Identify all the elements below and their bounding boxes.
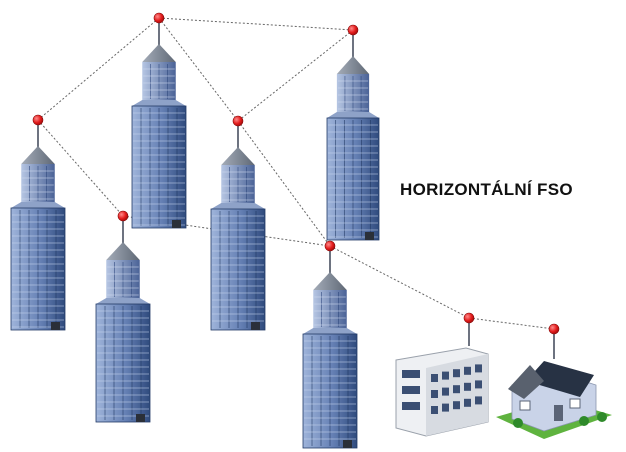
transceiver-nodes bbox=[32, 12, 560, 335]
skyscraper bbox=[131, 22, 187, 229]
fso-transceiver-node bbox=[347, 24, 359, 36]
office-window bbox=[464, 398, 471, 407]
tower-door bbox=[136, 414, 145, 422]
fso-link bbox=[237, 29, 354, 122]
office-window bbox=[402, 402, 420, 410]
office-window bbox=[475, 396, 482, 405]
tower-roof bbox=[106, 242, 140, 260]
fso-link bbox=[237, 120, 331, 247]
house-window bbox=[519, 400, 531, 411]
tower-door bbox=[251, 322, 260, 330]
house-door bbox=[554, 405, 563, 421]
fso-transceiver-node bbox=[232, 115, 244, 127]
tower-shoulder bbox=[303, 328, 357, 334]
skyscraper bbox=[10, 124, 66, 331]
skyscraper bbox=[95, 220, 151, 423]
skyscraper bbox=[326, 34, 380, 241]
fso-link bbox=[37, 119, 124, 217]
solar-roof bbox=[526, 361, 594, 397]
bush bbox=[513, 418, 523, 428]
tower-door bbox=[51, 322, 60, 330]
office-window bbox=[475, 380, 482, 389]
fso-transceiver-node bbox=[463, 312, 475, 324]
tower-shoulder bbox=[11, 202, 65, 208]
tower-shoulder bbox=[327, 112, 379, 118]
skyscraper bbox=[210, 125, 266, 331]
tower-shoulder bbox=[132, 100, 186, 106]
tower-door bbox=[343, 440, 352, 448]
tower-windows bbox=[97, 262, 149, 420]
tower-door bbox=[365, 232, 374, 240]
office-window bbox=[464, 382, 471, 391]
tower-shoulder bbox=[96, 298, 150, 304]
fso-link bbox=[329, 245, 470, 319]
fso-transceiver-node bbox=[117, 210, 129, 222]
office-window bbox=[442, 387, 449, 396]
tower-windows bbox=[328, 76, 378, 238]
tower-windows bbox=[12, 166, 64, 328]
tower-windows bbox=[212, 167, 264, 328]
office-building bbox=[395, 322, 489, 437]
fso-transceiver-node bbox=[548, 323, 560, 335]
office-window bbox=[431, 406, 438, 414]
office-side bbox=[426, 354, 488, 436]
tower-shoulder bbox=[211, 203, 265, 209]
skyscraper bbox=[302, 250, 358, 449]
office-window bbox=[475, 364, 482, 373]
office-window bbox=[431, 390, 438, 398]
office-window bbox=[402, 370, 420, 378]
fso-link bbox=[158, 17, 239, 122]
fso-link bbox=[468, 317, 555, 330]
house bbox=[496, 333, 612, 439]
tower-roof bbox=[221, 147, 255, 165]
office-window bbox=[442, 371, 449, 380]
tower-roof bbox=[336, 56, 370, 74]
tower-windows bbox=[133, 64, 185, 226]
house-window bbox=[569, 398, 581, 409]
diagram-title: HORIZONTÁLNÍ FSO bbox=[400, 180, 573, 199]
office-window bbox=[402, 386, 420, 394]
tower-roof bbox=[21, 146, 55, 164]
tower-roof bbox=[142, 44, 176, 62]
buildings bbox=[10, 22, 612, 449]
office-window bbox=[431, 374, 438, 382]
bush bbox=[597, 412, 607, 422]
fso-transceiver-node bbox=[324, 240, 336, 252]
office-window bbox=[453, 385, 460, 394]
tower-roof bbox=[313, 272, 347, 290]
office-window bbox=[442, 403, 449, 412]
office-window bbox=[453, 369, 460, 378]
bush bbox=[579, 416, 589, 426]
fso-transceiver-node bbox=[32, 114, 44, 126]
fso-transceiver-node bbox=[153, 12, 165, 24]
fso-link bbox=[158, 17, 354, 31]
office-window bbox=[453, 401, 460, 410]
tower-windows bbox=[304, 292, 356, 446]
roof-gable bbox=[508, 365, 544, 399]
tower-door bbox=[172, 220, 181, 228]
office-window bbox=[464, 366, 471, 375]
